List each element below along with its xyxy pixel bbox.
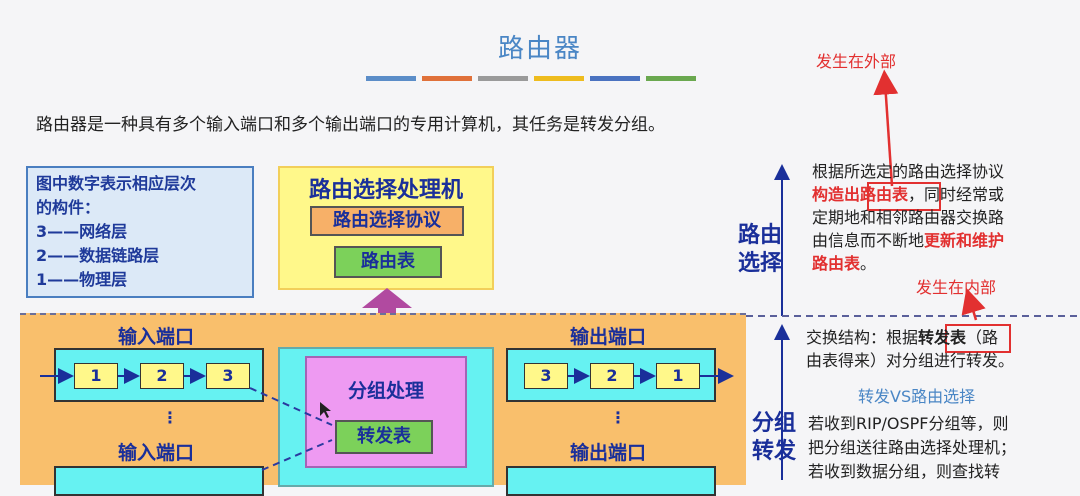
output-port-label: 输出端口 (570, 442, 647, 464)
intro-text: 路由器是一种具有多个输入端口和多个输出端口的专用计算机，其任务是转发分组。 (36, 115, 665, 135)
layer-cell: 3 (206, 363, 250, 389)
title-stripe (478, 76, 528, 81)
legend-box: 图中数字表示相应层次 的构件： 3——网络层 2——数据链路层 1——物理层 (26, 166, 254, 298)
highlight-box (867, 182, 941, 211)
routing-processor-title: 路由选择处理机 (308, 178, 463, 203)
flow-lines (40, 69, 1080, 480)
title-stripe (366, 76, 416, 81)
legend-item: 1——物理层 (36, 270, 128, 289)
highlight-box (945, 324, 1011, 353)
layer-cell: 1 (656, 363, 700, 389)
routing-processor: 路由选择处理机 路由选择协议 路由表 (278, 166, 494, 290)
routing-side-label: 路由 选择 (738, 223, 783, 276)
ellipsis: ⋮ (610, 408, 626, 427)
forwarding-side-label: 分组 转发 (752, 411, 797, 464)
input-port-label: 输入端口 (118, 326, 195, 348)
legend-item: 3——网络层 (36, 222, 128, 241)
dashed-link (261, 439, 333, 471)
annotation-arrow (961, 288, 986, 321)
packet-processing-label: 分组处理 (347, 380, 424, 402)
layer-cell: 2 (140, 363, 184, 389)
cursor-icon (320, 402, 331, 418)
legend-heading: 图中数字表示相应层次 (36, 174, 197, 193)
forwarding-rules: 若收到RIP/OSPF分组等，则 把分组送往路由选择处理机； 若收到数据分组，则… (808, 414, 1017, 481)
layer-cell: 1 (74, 363, 118, 389)
annotation-arrow (873, 69, 899, 187)
annotation-internal: 发生在内部 (916, 278, 997, 297)
forwarding-description: 交换结构：根据转发表（路 由表得来）对分组进行转发。 (806, 328, 1015, 370)
page-title: 路由器 (497, 34, 582, 64)
routing-description: 根据所选定的路由选择协议 构造出路由表，同时经常或 定期地和相邻路由器交换路 由… (812, 162, 1005, 273)
layer-cell: 2 (590, 363, 634, 389)
routing-table-box: 路由表 (334, 246, 442, 278)
title-stripe (422, 76, 472, 81)
legend-heading-cont: 的构件： (36, 198, 101, 217)
title-stripe (534, 76, 584, 81)
legend-item: 2——数据链路层 (36, 246, 160, 265)
output-port-label: 输出端口 (570, 326, 647, 348)
forwarding-table-box: 转发表 (335, 420, 433, 454)
ellipsis: ⋮ (162, 408, 178, 427)
packet-processing: 分组处理 转发表 (305, 356, 467, 468)
title-underline (366, 76, 696, 81)
layer-cell: 3 (524, 363, 568, 389)
forward-vs-routing: 转发VS路由选择 (858, 387, 976, 406)
dashed-link (249, 387, 333, 426)
routing-protocol-box: 路由选择协议 (310, 206, 464, 236)
title-stripe (646, 76, 696, 81)
annotation-external: 发生在外部 (816, 52, 897, 71)
input-port-label: 输入端口 (118, 442, 195, 464)
title-stripe (590, 76, 640, 81)
